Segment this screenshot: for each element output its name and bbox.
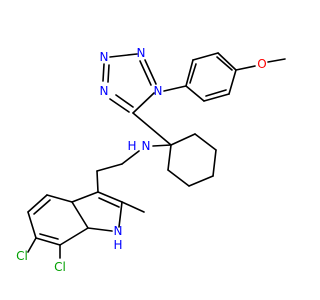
- bond: [228, 69, 237, 95]
- bond: [132, 92, 155, 114]
- bond: [27, 237, 37, 253]
- bond: [39, 233, 59, 240]
- bond: [115, 94, 134, 108]
- bond: [167, 169, 190, 187]
- bond: [205, 89, 227, 97]
- bond: [97, 191, 123, 203]
- bond: [27, 194, 48, 213]
- bond: [71, 191, 99, 203]
- bond: [194, 133, 217, 151]
- bond: [170, 133, 196, 146]
- bond: [216, 56, 233, 71]
- bond: [109, 53, 138, 58]
- bond: [102, 63, 105, 82]
- bond: [35, 237, 61, 246]
- molecule-canvas: N N N N O N H N H Cl Cl: [16, 46, 286, 274]
- atom-labels: N N N N O N H N H Cl Cl: [16, 46, 267, 274]
- bond: [71, 201, 89, 229]
- bond: [87, 227, 113, 232]
- atom-cl-7: Cl: [54, 260, 66, 274]
- bond: [203, 93, 230, 102]
- bond: [109, 98, 130, 113]
- bond: [235, 65, 256, 71]
- bond: [185, 85, 205, 102]
- bond: [152, 144, 172, 147]
- atom-n-tetrazole-4: N: [100, 84, 109, 98]
- bond: [96, 163, 123, 172]
- atom-cl-6: Cl: [16, 249, 28, 263]
- atom-h-indole: H: [113, 238, 122, 252]
- bond: [46, 194, 73, 203]
- bond: [139, 60, 152, 86]
- atom-n-tetrazole-3: N: [100, 50, 109, 64]
- bond: [107, 64, 110, 83]
- structure-diagram: N N N N O N H N H Cl Cl: [16, 46, 286, 274]
- bond: [188, 175, 214, 187]
- bonds: [27, 52, 286, 259]
- bond: [132, 112, 172, 146]
- bond: [96, 170, 99, 193]
- bond: [121, 201, 145, 213]
- bond: [167, 144, 172, 171]
- atom-n-amine: N: [142, 139, 151, 153]
- bond: [212, 149, 217, 177]
- atom-n-tetrazole-2: N: [137, 46, 146, 60]
- atom-h-amine: H: [127, 139, 136, 153]
- bond: [192, 52, 219, 61]
- bond: [98, 197, 120, 208]
- bond: [267, 58, 286, 63]
- bond: [185, 59, 194, 87]
- atom-o-methoxy: O: [257, 57, 266, 71]
- bond: [33, 199, 51, 215]
- bond: [163, 85, 187, 92]
- bond: [144, 59, 157, 85]
- bond: [27, 211, 37, 239]
- bond: [189, 63, 197, 84]
- bond: [59, 227, 89, 246]
- atom-n-indole: N: [114, 224, 123, 238]
- atom-n-tetrazole-1: N: [154, 84, 163, 98]
- bond: [217, 52, 237, 71]
- bond: [121, 150, 140, 165]
- bond: [118, 201, 123, 228]
